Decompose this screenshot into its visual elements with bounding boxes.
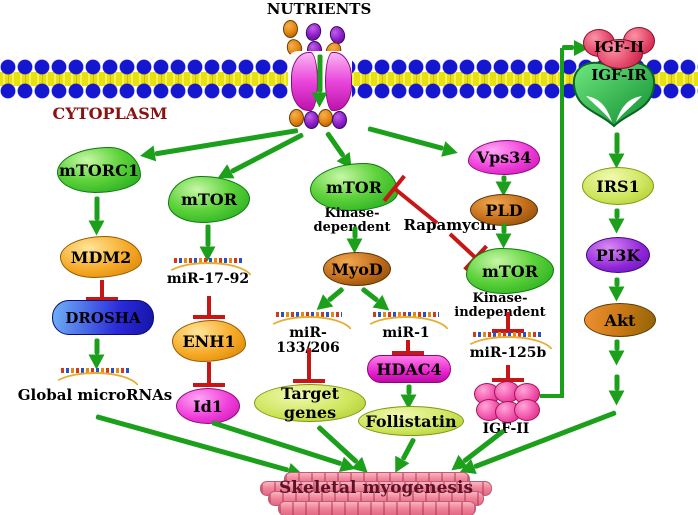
node-myod: MyoD (323, 252, 391, 286)
nutrients-label: NUTRIENTS (266, 0, 372, 18)
inhibition-mtor-mir125b (506, 312, 510, 332)
node-mtor-kinase-dependent: mTOR (310, 163, 398, 211)
inhibition-mir125b-igf2 (506, 365, 510, 381)
arrow-mtor-myod (352, 226, 358, 239)
inhibition-mir1-hdac4 (406, 340, 410, 354)
connector-igf2-vertical (560, 48, 564, 398)
arrow-myod-mir133 (326, 286, 345, 303)
arrow-pld-mtor (501, 223, 507, 234)
node-mdm2: MDM2 (60, 236, 142, 278)
inhibition-enh1-id1 (207, 362, 211, 386)
mir-125b-label: miR-125b (469, 345, 547, 361)
kinase-independent-caption: Kinase-independent (454, 291, 546, 320)
node-mtor-mir1792: mTOR (168, 176, 250, 223)
arrow-follistatin-myogenesis (400, 437, 417, 461)
arrow-hdac4-follistatin (406, 384, 412, 395)
node-vps34: Vps34 (468, 140, 540, 175)
node-hdac4: HDAC4 (367, 355, 451, 383)
node-target-genes: Target genes (254, 384, 366, 422)
arrow-mtor-mir1792 (205, 224, 211, 247)
node-irs1: IRS1 (582, 167, 654, 205)
igf2-cluster-icon (474, 381, 540, 423)
arrow-irs1-pi3k (614, 208, 620, 219)
mir-1-label: miR-1 (382, 325, 430, 341)
rapamycin-label: Rapamycin (403, 216, 497, 234)
mirna-icon-1 (362, 312, 450, 329)
outcome-label: Skeletal myogenesis (278, 478, 474, 498)
node-mtor-kinase-independent: mTOR (466, 248, 554, 294)
mirna-icon-125b (462, 332, 554, 349)
cytoplasm-label: CYTOPLASM (52, 104, 168, 123)
node-id1: Id1 (176, 388, 240, 424)
inhibition-rapamycin-mtor-ki (448, 232, 478, 261)
node-akt: Akt (584, 303, 656, 337)
igf2-cluster-label: IGF-II (482, 421, 530, 437)
node-pld: PLD (470, 194, 538, 226)
arrow-nutrient-influx (317, 54, 323, 93)
mirna-icon-17-92 (163, 258, 253, 275)
arrow-to-vps34 (367, 126, 445, 151)
arrow-micrornas-myogenesis (95, 414, 290, 473)
inhibition-mir1792-enh1 (207, 296, 211, 318)
node-drosha: DROSHA (52, 300, 154, 335)
arrow-mtorc1-mdm2 (94, 196, 100, 221)
igf2-ligand-label: IGF-II (593, 38, 645, 56)
arrow-receptor-irs1 (614, 132, 620, 154)
arrow-myod-mir1 (360, 286, 380, 303)
igf1r-label: IGF-IR (591, 66, 647, 84)
node-enh1: ENH1 (172, 320, 246, 362)
arrow-to-mtorc1 (154, 128, 299, 157)
arrow-to-mtor-kinase-dependent (324, 131, 346, 158)
global-micrornas-label: Global microRNAs (17, 386, 173, 404)
node-pi3k: PI3K (586, 237, 650, 273)
arrow-igf2-to-receptor (562, 45, 574, 50)
node-follistatin: Follistatin (358, 406, 464, 436)
connector-igf2-horizontal (540, 394, 564, 398)
arrow-akt-down-1 (614, 339, 620, 351)
mirna-icon-133-206 (265, 312, 353, 329)
igf1r-receptor-icon (572, 61, 656, 128)
mirna-icon-global (50, 368, 140, 385)
inhibition-mir133-targets (307, 348, 311, 382)
mir-17-92-label: miR-17-92 (166, 271, 250, 287)
arrow-drosha-micrornas (94, 338, 100, 355)
arrow-vps34-pld (501, 175, 507, 182)
node-mtorc1: mTORC1 (57, 147, 141, 193)
igf2-ligand-icon (583, 26, 655, 72)
arrow-akt-down-2 (614, 374, 620, 391)
inhibition-mdm2-drosha (100, 280, 104, 300)
arrow-pi3k-akt (614, 277, 620, 287)
